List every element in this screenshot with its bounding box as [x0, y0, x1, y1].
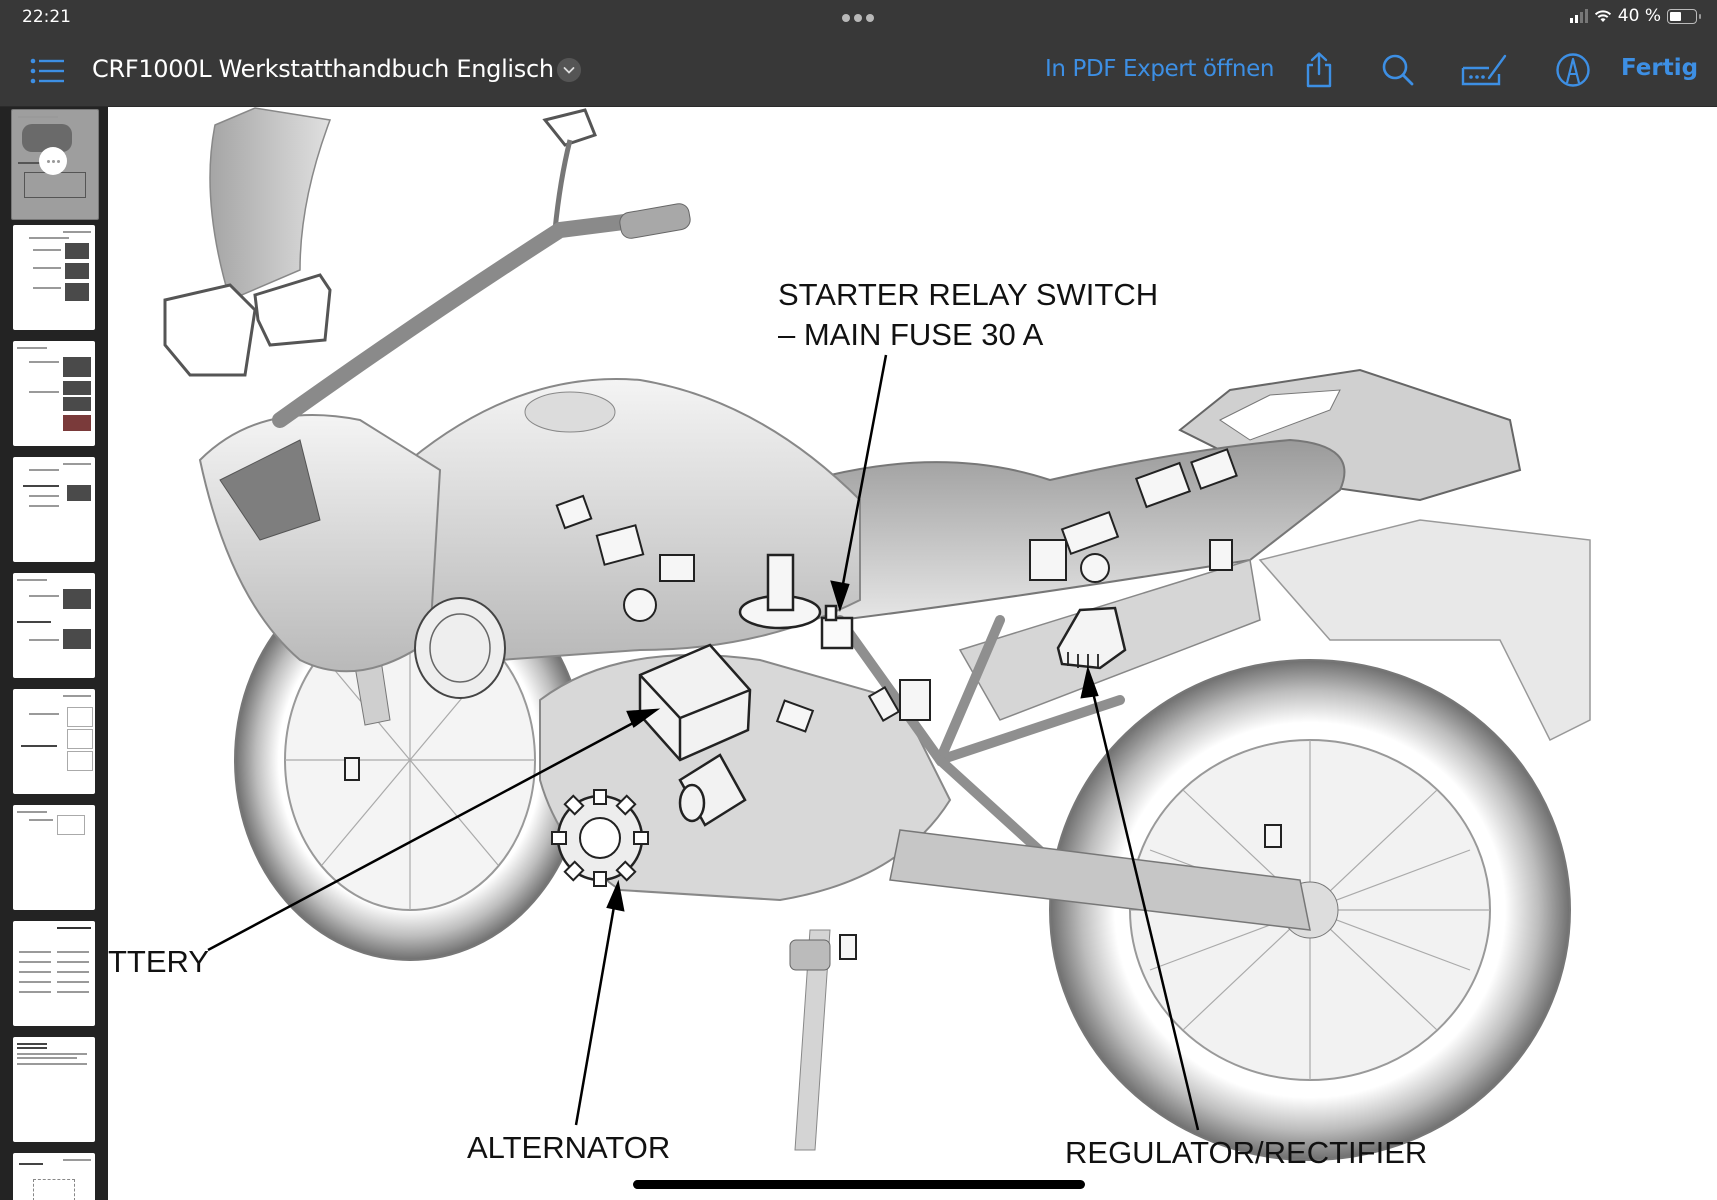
document-title[interactable]: CRF1000L Werkstatthandbuch Englisch	[92, 55, 554, 83]
page-thumbnail-3[interactable]	[13, 341, 95, 446]
page-thumbnail-7[interactable]	[13, 805, 95, 910]
more-options-button[interactable]	[39, 147, 67, 175]
label-starter-relay-switch: STARTER RELAY SWITCH	[778, 277, 1159, 312]
chevron-down-icon[interactable]	[557, 58, 581, 82]
system-indicators: 40 %	[1569, 6, 1701, 26]
signature-icon[interactable]	[1461, 50, 1511, 90]
starter-relay-component	[820, 604, 854, 650]
page-thumbnail-1[interactable]	[11, 109, 99, 220]
page-thumbnail-4[interactable]	[13, 457, 95, 562]
open-in-pdf-expert-button[interactable]: In PDF Expert öffnen	[1045, 56, 1275, 82]
alternator-arrow	[574, 894, 618, 1126]
page-thumbnail-2[interactable]	[13, 225, 95, 330]
windscreen	[209, 107, 332, 302]
page-thumbnail-8[interactable]	[13, 921, 95, 1026]
thumbnail-sidebar[interactable]	[0, 107, 108, 1200]
label-regulator-rectifier: REGULATOR/RECTIFIER	[1065, 1135, 1428, 1170]
status-time: 22:21	[22, 7, 71, 27]
search-icon[interactable]	[1378, 50, 1418, 90]
battery-arrow	[207, 713, 649, 952]
regulator-rectifier-component	[1056, 606, 1127, 670]
callout-arrows	[207, 354, 1200, 1131]
label-battery: TTERY	[108, 944, 210, 979]
motorcycle-illustration	[163, 107, 1591, 1161]
multitasking-handle[interactable]	[842, 14, 874, 22]
done-button[interactable]: Fertig	[1621, 55, 1699, 81]
page-thumbnail-5[interactable]	[13, 573, 95, 678]
list-icon[interactable]	[30, 58, 64, 84]
status-bar: 22:21 40 %	[0, 0, 1717, 36]
page-thumbnail-10[interactable]	[13, 1153, 95, 1200]
markup-icon[interactable]	[1553, 50, 1593, 90]
wifi-icon	[1594, 10, 1611, 22]
label-alternator: ALTERNATOR	[467, 1130, 671, 1165]
regulator-arrow	[1088, 679, 1200, 1131]
home-indicator[interactable]	[633, 1180, 1085, 1189]
page-thumbnail-9[interactable]	[13, 1037, 95, 1142]
cellular-signal-icon	[1569, 9, 1588, 23]
page-thumbnail-6[interactable]	[13, 689, 95, 794]
battery-icon	[1667, 8, 1701, 24]
toolbar: CRF1000L Werkstatthandbuch Englisch In P…	[0, 36, 1717, 107]
label-main-fuse: – MAIN FUSE 30 A	[778, 317, 1044, 352]
starter-relay-arrow	[838, 354, 888, 601]
alternator-component	[551, 789, 649, 887]
pdf-page[interactable]: STARTER RELAY SWITCH – MAIN FUSE 30 A TT…	[108, 107, 1717, 1200]
share-icon[interactable]	[1299, 50, 1339, 90]
battery-percent: 40 %	[1617, 6, 1661, 26]
